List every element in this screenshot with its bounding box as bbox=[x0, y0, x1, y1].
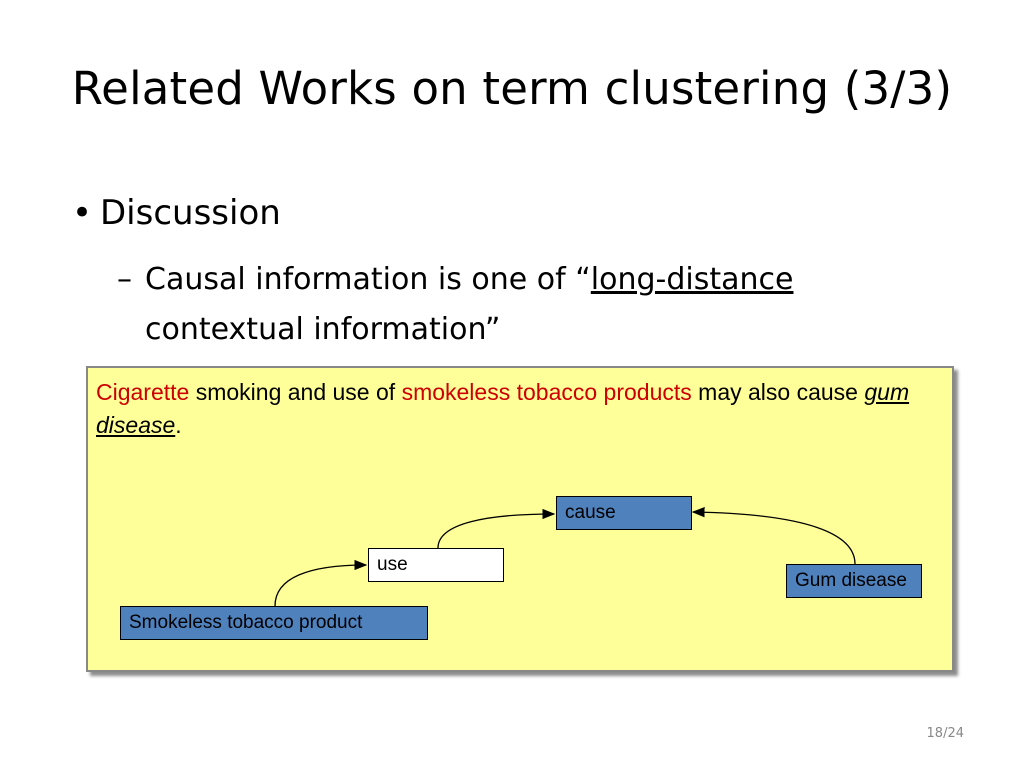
bullet-text: Discussion bbox=[100, 193, 281, 233]
sub-bullet-underlined: long-distance bbox=[590, 262, 794, 297]
node-cause: cause bbox=[556, 496, 692, 530]
arrow-use-to-cause bbox=[437, 508, 556, 549]
node-smokeless-tobacco-product: Smokeless tobacco product bbox=[120, 606, 428, 640]
example-period: . bbox=[175, 412, 182, 438]
bullet-marker: • bbox=[72, 193, 93, 233]
slide-title: Related Works on term clustering (3/3) bbox=[71, 62, 953, 115]
example-box: Cigarette smoking and use of smokeless t… bbox=[86, 366, 954, 672]
sub-bullet-text: Causal information is one of “long-dista… bbox=[145, 255, 877, 355]
sub-bullet-before: Causal information is one of “ bbox=[145, 262, 591, 297]
sub-bullet-marker: – bbox=[117, 262, 132, 297]
example-word-smokeless: smokeless tobacco products bbox=[401, 379, 692, 405]
node-gum-disease: Gum disease bbox=[786, 564, 922, 598]
page-number: 18/24 bbox=[926, 726, 964, 741]
diagram-arrows bbox=[274, 507, 856, 607]
arrow-gum-to-cause bbox=[691, 507, 856, 565]
example-sentence: Cigarette smoking and use of smokeless t… bbox=[96, 376, 946, 442]
node-use: use bbox=[368, 548, 504, 582]
example-text-1: smoking and use of bbox=[189, 379, 402, 405]
sub-bullet-after: contextual information” bbox=[145, 312, 501, 347]
example-word-gum-disease: gum disease bbox=[96, 379, 910, 438]
arrow-smokeless-to-use bbox=[274, 559, 368, 607]
sub-bullet: – Causal information is one of “long-dis… bbox=[117, 255, 877, 355]
example-text-2: may also cause bbox=[691, 379, 865, 405]
example-word-cigarette: Cigarette bbox=[96, 379, 190, 405]
